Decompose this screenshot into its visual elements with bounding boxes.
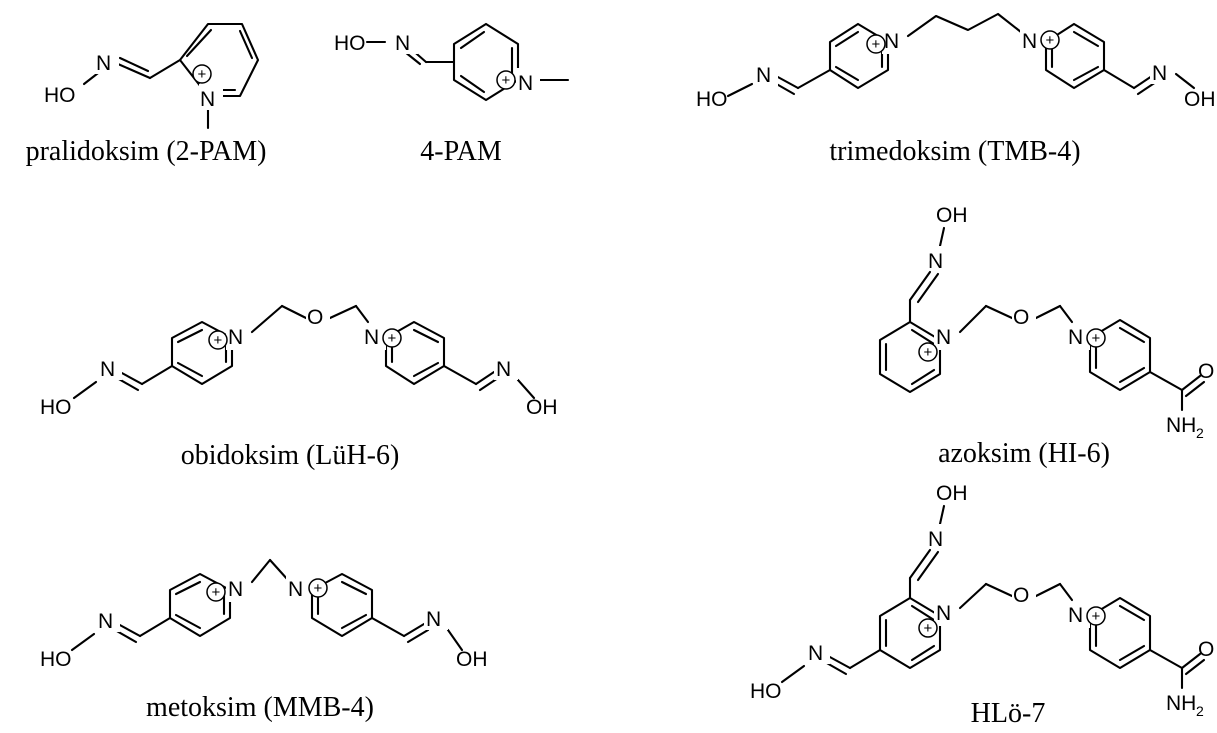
positive-charge-sign: + (1046, 32, 1055, 49)
hydroxyl-label: HO (40, 648, 72, 671)
positive-charge-icon (918, 618, 938, 638)
hydroxyl-label: HO (44, 84, 76, 107)
oxime-nitrogen: N (496, 358, 511, 381)
caption-4-pam: 4-PAM (420, 136, 502, 167)
hydroxyl-label: OH (526, 396, 558, 419)
caption-azoksim: azoksim (HI-6) (938, 438, 1110, 469)
oxime-nitrogen: N (96, 52, 111, 75)
oxime-nitrogen: N (426, 608, 441, 631)
structure-4-pam: N HO N + (334, 22, 570, 102)
positive-charge-icon (1086, 606, 1106, 626)
hydroxyl-label: OH (936, 482, 968, 505)
caption-trimedoksim: trimedoksim (TMB-4) (829, 136, 1080, 167)
oxime-nitrogen: N (928, 528, 943, 551)
positive-charge-icon (1086, 328, 1106, 348)
oxime-nitrogen: N (756, 64, 771, 87)
positive-charge-sign: + (212, 584, 221, 601)
ring-nitrogen-right: N (364, 326, 379, 349)
ring-nitrogen-left: N (936, 602, 951, 625)
oxime-nitrogen: N (100, 358, 115, 381)
positive-charge-icon (308, 578, 328, 598)
hydroxyl-label: HO (40, 396, 72, 419)
ring-nitrogen-left: N (228, 578, 243, 601)
ether-oxygen: O (1013, 584, 1029, 607)
hydroxyl-label: OH (1184, 88, 1216, 111)
hydroxyl-label: OH (936, 204, 968, 227)
oxime-nitrogen: N (395, 32, 410, 55)
positive-charge-icon (382, 328, 402, 348)
positive-charge-icon (866, 34, 886, 54)
positive-charge-sign: + (924, 620, 933, 637)
hydroxyl-label: HO (334, 32, 366, 55)
positive-charge-sign: + (1092, 330, 1101, 347)
ring-nitrogen-left: N (228, 326, 243, 349)
ether-oxygen: O (1013, 306, 1029, 329)
ring-nitrogen-right: N (288, 578, 303, 601)
hydroxyl-label: HO (750, 680, 782, 703)
positive-charge-icon (206, 582, 226, 602)
positive-charge-sign: + (314, 580, 323, 597)
ring-nitrogen: N (518, 72, 533, 95)
positive-charge-sign: + (502, 72, 511, 89)
structure-metoksim: N HO N OH N + N + (40, 558, 488, 671)
carbonyl-oxygen: O (1198, 360, 1214, 383)
structure-trimedoksim: N HO N OH N + N + (696, 12, 1216, 111)
positive-charge-sign: + (1092, 608, 1101, 625)
positive-charge-sign: + (924, 344, 933, 361)
ring-nitrogen-right: N (1022, 30, 1037, 53)
amide-subscript: 2 (1196, 703, 1204, 719)
ring-nitrogen-left: N (884, 30, 899, 53)
positive-charge-sign: + (198, 66, 207, 83)
ring-nitrogen-right: N (1068, 604, 1083, 627)
structure-hlo-7: OH N N HO O O NH (750, 482, 1214, 719)
ether-oxygen: O (307, 306, 323, 329)
ring-nitrogen-left: N (936, 326, 951, 349)
positive-charge-icon (496, 70, 516, 90)
structure-azoksim: OH N O O NH 2 N + (878, 204, 1214, 441)
caption-hlo-7: HLö-7 (971, 698, 1046, 729)
positive-charge-sign: + (214, 332, 223, 349)
positive-charge-icon (208, 330, 228, 350)
oxime-nitrogen: N (1152, 62, 1167, 85)
positive-charge-icon (918, 342, 938, 362)
positive-charge-sign: + (872, 36, 881, 53)
amide-nh: NH (1166, 414, 1196, 437)
amide-subscript: 2 (1196, 425, 1204, 441)
hydroxyl-label: HO (696, 88, 728, 111)
ring-nitrogen: N (200, 88, 215, 111)
oxime-nitrogen: N (808, 642, 823, 665)
carbonyl-oxygen: O (1198, 638, 1214, 661)
caption-pralidoksim: pralidoksim (2-PAM) (26, 136, 267, 167)
positive-charge-icon (1040, 30, 1060, 50)
caption-obidoksim: obidoksim (LüH-6) (181, 440, 400, 471)
amide-nh: NH (1166, 692, 1196, 715)
structure-obidoksim: N HO O N OH N + N + (40, 302, 558, 419)
positive-charge-icon (192, 64, 212, 84)
caption-metoksim: metoksim (MMB-4) (146, 692, 374, 723)
oxime-nitrogen: N (928, 250, 943, 273)
positive-charge-sign: + (388, 330, 397, 347)
oxime-nitrogen: N (98, 610, 113, 633)
hydroxyl-label: OH (456, 648, 488, 671)
ring-nitrogen-right: N (1068, 326, 1083, 349)
structure-pralidoksim: N HO N + (44, 22, 260, 130)
